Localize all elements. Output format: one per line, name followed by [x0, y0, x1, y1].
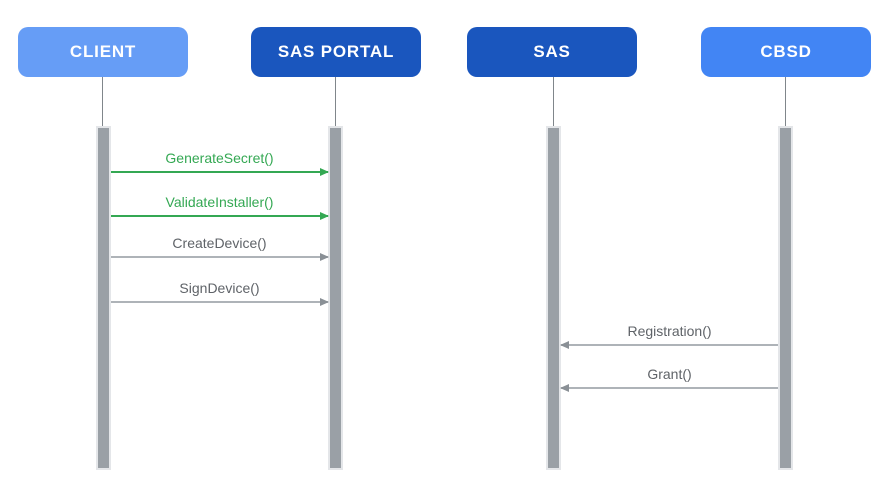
lifeline-sas-portal	[335, 77, 336, 126]
message-label: SignDevice()	[179, 280, 260, 296]
message-label: Grant()	[647, 366, 692, 382]
message-label: CreateDevice()	[172, 235, 267, 251]
arrowhead-left-icon	[560, 383, 569, 392]
lifeline-sas	[553, 77, 554, 126]
arrowhead-right-icon	[320, 212, 329, 220]
message-label: GenerateSecret()	[165, 150, 274, 166]
actor-box-sas: SAS	[467, 27, 637, 77]
actor-label-client: CLIENT	[69, 42, 137, 61]
message-label: Registration()	[627, 323, 712, 339]
message-arrow-line	[111, 297, 329, 306]
activation-bar-sas	[546, 126, 561, 470]
message-arrow-line	[111, 168, 329, 176]
message-arrow-line	[560, 340, 778, 349]
arrowhead-right-icon	[320, 252, 329, 261]
message-validate-installer: ValidateInstaller()	[111, 194, 329, 220]
actor-box-client: CLIENT	[18, 27, 188, 77]
actor-box-sas-portal: SAS PORTAL	[251, 27, 421, 77]
activation-bar-client	[96, 126, 111, 470]
actor-box-cbsd: CBSD	[701, 27, 871, 77]
arrowhead-right-icon	[320, 297, 329, 306]
message-label: ValidateInstaller()	[165, 194, 274, 210]
message-generate-secret: GenerateSecret()	[111, 150, 329, 176]
actor-label-cbsd: CBSD	[760, 42, 812, 61]
activation-bar-sas-portal	[328, 126, 343, 470]
message-create-device: CreateDevice()	[111, 235, 329, 261]
activation-bar-cbsd	[778, 126, 793, 470]
actor-label-sas: SAS	[533, 42, 571, 61]
message-sign-device: SignDevice()	[111, 280, 329, 306]
message-registration: Registration()	[560, 323, 778, 349]
message-arrow-line	[111, 212, 329, 220]
lifeline-client	[102, 77, 103, 126]
message-arrow-line	[111, 252, 329, 261]
arrowhead-left-icon	[560, 340, 569, 349]
lifeline-cbsd	[785, 77, 786, 126]
message-grant: Grant()	[560, 366, 778, 392]
arrowhead-right-icon	[320, 168, 329, 176]
actor-label-sas-portal: SAS PORTAL	[277, 42, 395, 61]
message-arrow-line	[560, 383, 778, 392]
